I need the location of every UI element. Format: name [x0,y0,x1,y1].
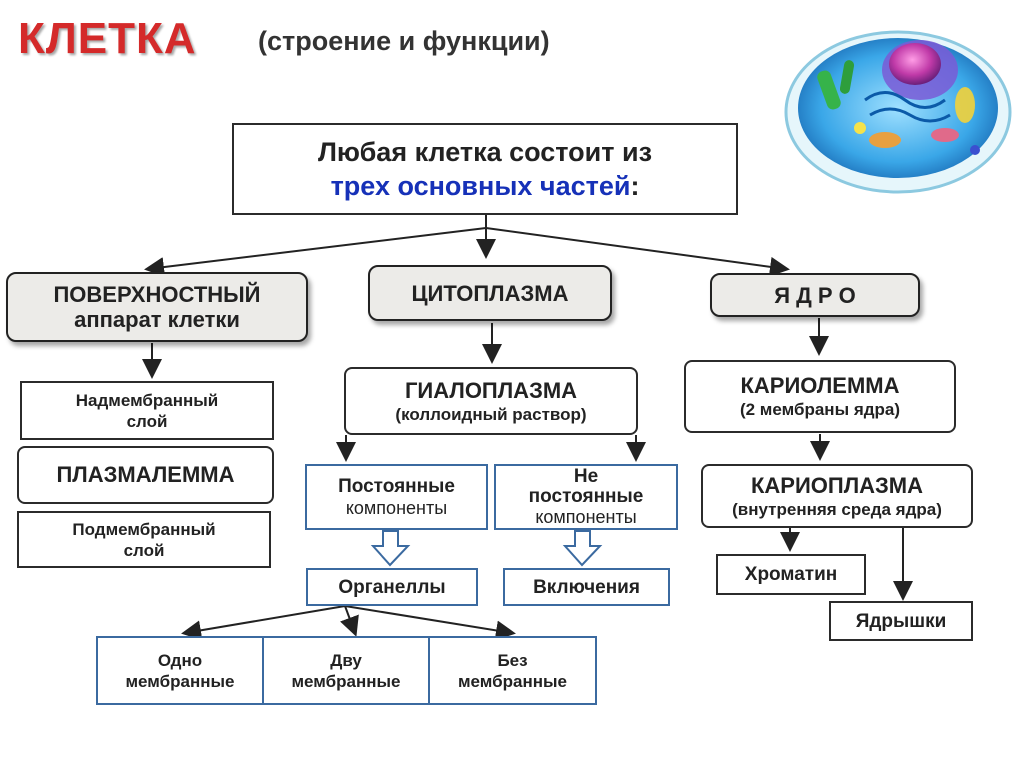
non-membrane-line2: мембранные [457,671,567,691]
karyolemma-note: (2 мембраны ядра) [739,400,901,419]
chromatin-box: Хроматин [716,554,866,595]
non-membrane-line1: Без [497,650,528,670]
cytoplasm-label: ЦИТОПЛАЗМА [411,280,569,306]
karyoplasm-note: (внутренняя среда ядра) [732,499,942,519]
permanent-line1: Постоянные [338,476,455,497]
nonpermanent-line2: постоянные [528,486,644,507]
inclusions-label: Включения [533,576,640,598]
permanent-line2: компоненты [345,498,448,518]
plasmalemma-box: ПЛАЗМАЛЕММА [17,446,274,504]
double-membrane-box: Дву мембранные [262,636,430,705]
nucleus-label: Я Д Р О [774,282,856,308]
slide-title: КЛЕТКА [18,14,197,63]
surface-apparatus-box: ПОВЕРХНОСТНЫЙ аппарат клетки [6,272,308,342]
organelles-label: Органеллы [338,576,446,598]
surface-line1: ПОВЕРХНОСТНЫЙ [53,282,261,307]
plasmalemma-label: ПЛАЗМАЛЕММА [56,462,235,487]
hyaloplasm-note: (коллоидный раствор) [395,404,587,424]
hyaloplasm-box: ГИАЛОПЛАЗМА (коллоидный раствор) [344,367,638,435]
slide-subtitle: (строение и функции) [258,26,550,56]
animal-cell-illustration [784,30,1012,194]
nonpermanent-components-box: Не постоянные компоненты [494,464,678,530]
karyoplasm-title: КАРИОПЛАЗМА [750,472,924,498]
nucleus-box: Я Д Р О [710,273,920,317]
permanent-components-box: Постоянные компоненты [305,464,488,530]
karyolemma-box: КАРИОЛЕММА (2 мембраны ядра) [684,360,956,433]
submembrane-line1: Подмембранный [72,519,216,539]
hyaloplasm-title: ГИАЛОПЛАЗМА [404,377,578,403]
membrane-types-row: Одно мембранные Дву мембранные Без мембр… [96,636,599,705]
intro-emphasis: трех основных частей [330,171,631,201]
chromatin-label: Хроматин [744,564,838,585]
nonpermanent-line3: компоненты [535,507,637,527]
nucleoli-label: Ядрышки [855,610,947,632]
submembrane-layer-box: Подмембранный слой [17,511,271,568]
supramembrane-line1: Надмембранный [75,390,219,410]
single-membrane-line2: мембранные [125,671,235,691]
karyolemma-title: КАРИОЛЕММА [740,373,900,398]
nonpermanent-line1: Не [573,466,599,487]
supramembrane-line2: слой [126,411,168,431]
organelles-box: Органеллы [306,568,478,606]
single-membrane-line1: Одно [157,650,203,670]
karyoplasm-box: КАРИОПЛАЗМА (внутренняя среда ядра) [701,464,973,528]
non-membrane-box: Без мембранные [428,636,597,705]
double-membrane-line2: мембранные [291,671,401,691]
inclusions-box: Включения [503,568,670,606]
supramembrane-layer-box: Надмембранный слой [20,381,274,440]
intro-box: Любая клетка состоит из трех основных ча… [232,123,738,215]
double-membrane-line1: Дву [330,650,362,670]
surface-line2: аппарат клетки [74,307,240,332]
single-membrane-box: Одно мембранные [96,636,264,705]
intro-colon: : [630,171,640,201]
cytoplasm-box: ЦИТОПЛАЗМА [368,265,612,321]
intro-line1: Любая клетка состоит из [317,137,653,167]
submembrane-line2: слой [123,540,165,560]
intro-line2: трех основных частей: [331,169,640,203]
nucleoli-box: Ядрышки [829,601,973,641]
